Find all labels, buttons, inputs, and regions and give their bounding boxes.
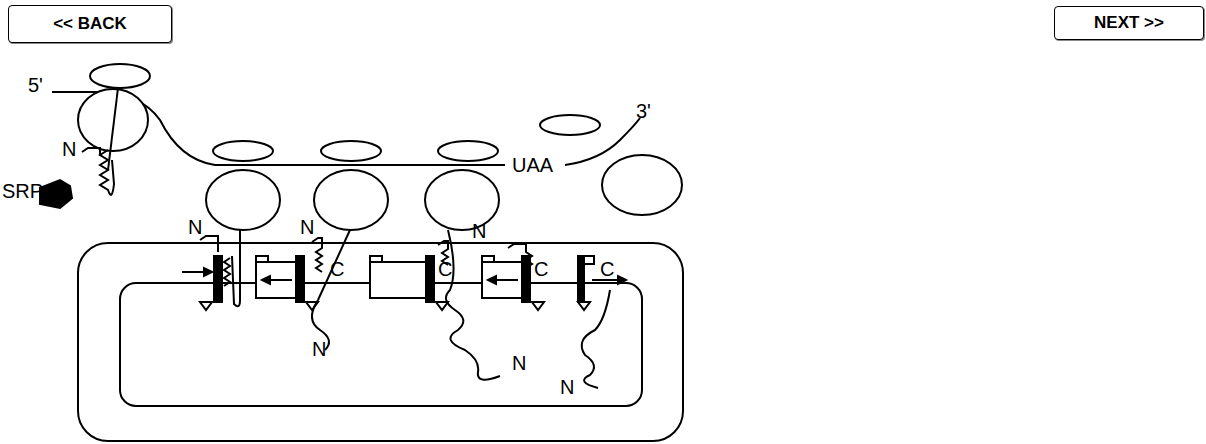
terminus-label: N: [512, 352, 526, 374]
terminus-label: N: [472, 220, 486, 242]
terminus-label: C: [534, 258, 548, 280]
end-label: 3': [636, 100, 651, 122]
terminus-label: C: [600, 258, 614, 280]
terminus-label: C: [438, 258, 452, 280]
nav-button: NEXT >>: [1054, 6, 1204, 40]
nav-button: << BACK: [8, 5, 172, 43]
terminus-label: C: [330, 258, 344, 280]
particle-label: SRP: [2, 180, 43, 202]
end-label: 5': [28, 74, 43, 96]
terminus-label: N: [300, 216, 314, 238]
button-label: NEXT >>: [1094, 13, 1164, 33]
codon-label: UAA: [512, 154, 553, 176]
terminus-label: N: [62, 138, 76, 160]
button-label: << BACK: [53, 14, 127, 34]
terminus-label: N: [560, 376, 574, 398]
terminus-label: N: [188, 216, 202, 238]
terminus-label: N: [312, 338, 326, 360]
